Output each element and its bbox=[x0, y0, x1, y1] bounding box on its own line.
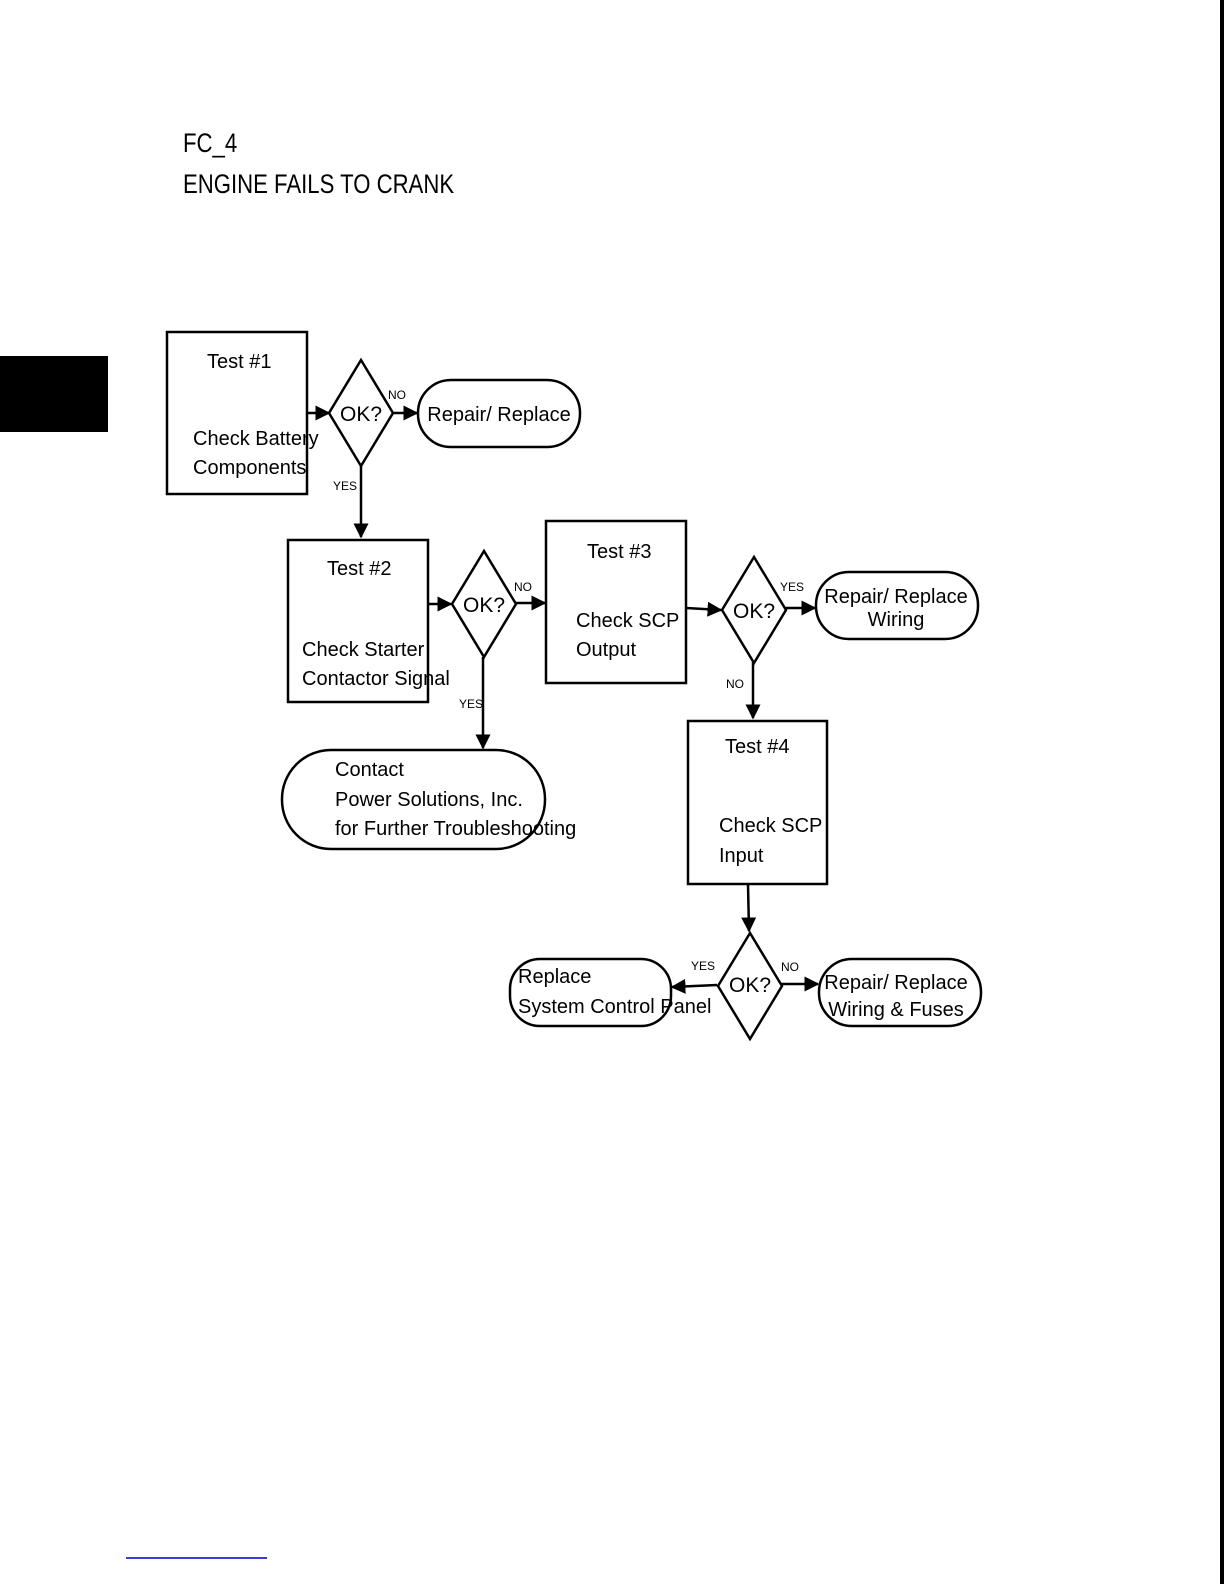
terminal-node-repair-replace: Repair/ Replace bbox=[416, 378, 582, 449]
edge-labels: NO YES NO YES YES NO YES NO bbox=[333, 388, 804, 974]
footer-link-underline[interactable] bbox=[126, 1557, 267, 1559]
node-line-3: for Further Troubleshooting bbox=[335, 818, 576, 840]
terminal-shape bbox=[817, 957, 983, 1028]
process-box bbox=[286, 538, 430, 704]
edge-label-d2-no: NO bbox=[514, 580, 532, 594]
process-node-test-2: Test #2 Check Starter Contactor Signal bbox=[286, 538, 450, 704]
section-tab bbox=[0, 356, 108, 432]
node-line-1: Check SCP bbox=[719, 815, 822, 837]
node-line-2: Output bbox=[576, 639, 636, 661]
node-title: Test #2 bbox=[327, 558, 391, 580]
node-line-1: Contact bbox=[335, 759, 404, 781]
decision-diamond bbox=[720, 554, 788, 666]
edge-label-d2-yes: YES bbox=[459, 697, 483, 711]
edge-label-d4-yes: YES bbox=[691, 959, 715, 973]
edge-label-d1-yes: YES bbox=[333, 479, 357, 493]
process-box bbox=[686, 719, 829, 886]
decision-node-4: OK? bbox=[716, 930, 784, 1042]
edge-test3-dec3 bbox=[685, 601, 723, 617]
chart-title: ENGINE FAILS TO CRANK bbox=[183, 169, 455, 199]
terminal-node-repair-replace-wiring: Repair/ Replace Wiring bbox=[814, 570, 980, 641]
node-line-1: Repair/ Replace bbox=[824, 586, 967, 608]
edge-label-d3-yes: YES bbox=[780, 580, 804, 594]
decision-label: OK? bbox=[340, 403, 382, 426]
decision-diamond bbox=[450, 548, 518, 660]
edge-label-d1-no: NO bbox=[388, 388, 406, 402]
node-title: Test #3 bbox=[587, 541, 651, 563]
node-line-2: Wiring & Fuses bbox=[828, 999, 964, 1021]
node-line-2: Input bbox=[719, 845, 764, 867]
decision-diamond bbox=[716, 930, 784, 1042]
terminal-shape bbox=[280, 748, 547, 851]
node-line-2: System Control Panel bbox=[518, 996, 711, 1018]
node-line-1: Check Battery bbox=[193, 428, 319, 450]
terminal-shape bbox=[416, 378, 582, 449]
process-node-test-1: Test #1 Check Battery Components bbox=[165, 330, 319, 496]
edge-test4-dec4 bbox=[741, 883, 757, 933]
decision-node-1: OK? bbox=[327, 357, 395, 469]
node-line-2: Contactor Signal bbox=[302, 668, 450, 690]
decision-label: OK? bbox=[463, 594, 505, 617]
terminal-node-contact-psi: Contact Power Solutions, Inc. for Furthe… bbox=[280, 748, 576, 851]
edge-dec4-out4yes bbox=[670, 978, 718, 994]
terminal-shape bbox=[814, 570, 980, 641]
decision-node-3: OK? bbox=[720, 554, 788, 666]
terminal-node-repair-replace-wiring-fuses: Repair/ Replace Wiring & Fuses bbox=[817, 957, 983, 1028]
chart-code: FC_4 bbox=[183, 128, 238, 158]
process-node-test-4: Test #4 Check SCP Input bbox=[686, 719, 829, 886]
node-line-1: Check Starter bbox=[302, 639, 425, 661]
node-line-2: Components bbox=[193, 457, 306, 479]
terminal-shape bbox=[508, 957, 673, 1028]
node-line-1: Repair/ Replace bbox=[824, 972, 967, 994]
process-node-test-3: Test #3 Check SCP Output bbox=[544, 519, 688, 685]
decision-diamond bbox=[327, 357, 395, 469]
page-edge-rule bbox=[1220, 0, 1224, 1584]
node-title: Test #4 bbox=[725, 736, 789, 758]
edges bbox=[307, 405, 820, 994]
decision-label: OK? bbox=[733, 600, 775, 623]
node-line-2: Wiring bbox=[868, 609, 925, 631]
node-line-1: Replace bbox=[518, 966, 591, 988]
node-line-1: Check SCP bbox=[576, 610, 679, 632]
process-box bbox=[544, 519, 688, 685]
node-title: Test #1 bbox=[207, 351, 271, 373]
decision-node-2: OK? bbox=[450, 548, 518, 660]
edge-label-d3-no: NO bbox=[726, 677, 744, 691]
terminal-node-replace-scp: Replace System Control Panel bbox=[508, 957, 711, 1028]
node-line-1: Repair/ Replace bbox=[427, 404, 570, 426]
decision-label: OK? bbox=[729, 974, 771, 997]
edge-label-d4-no: NO bbox=[781, 960, 799, 974]
process-box bbox=[165, 330, 309, 496]
node-line-2: Power Solutions, Inc. bbox=[335, 789, 523, 811]
